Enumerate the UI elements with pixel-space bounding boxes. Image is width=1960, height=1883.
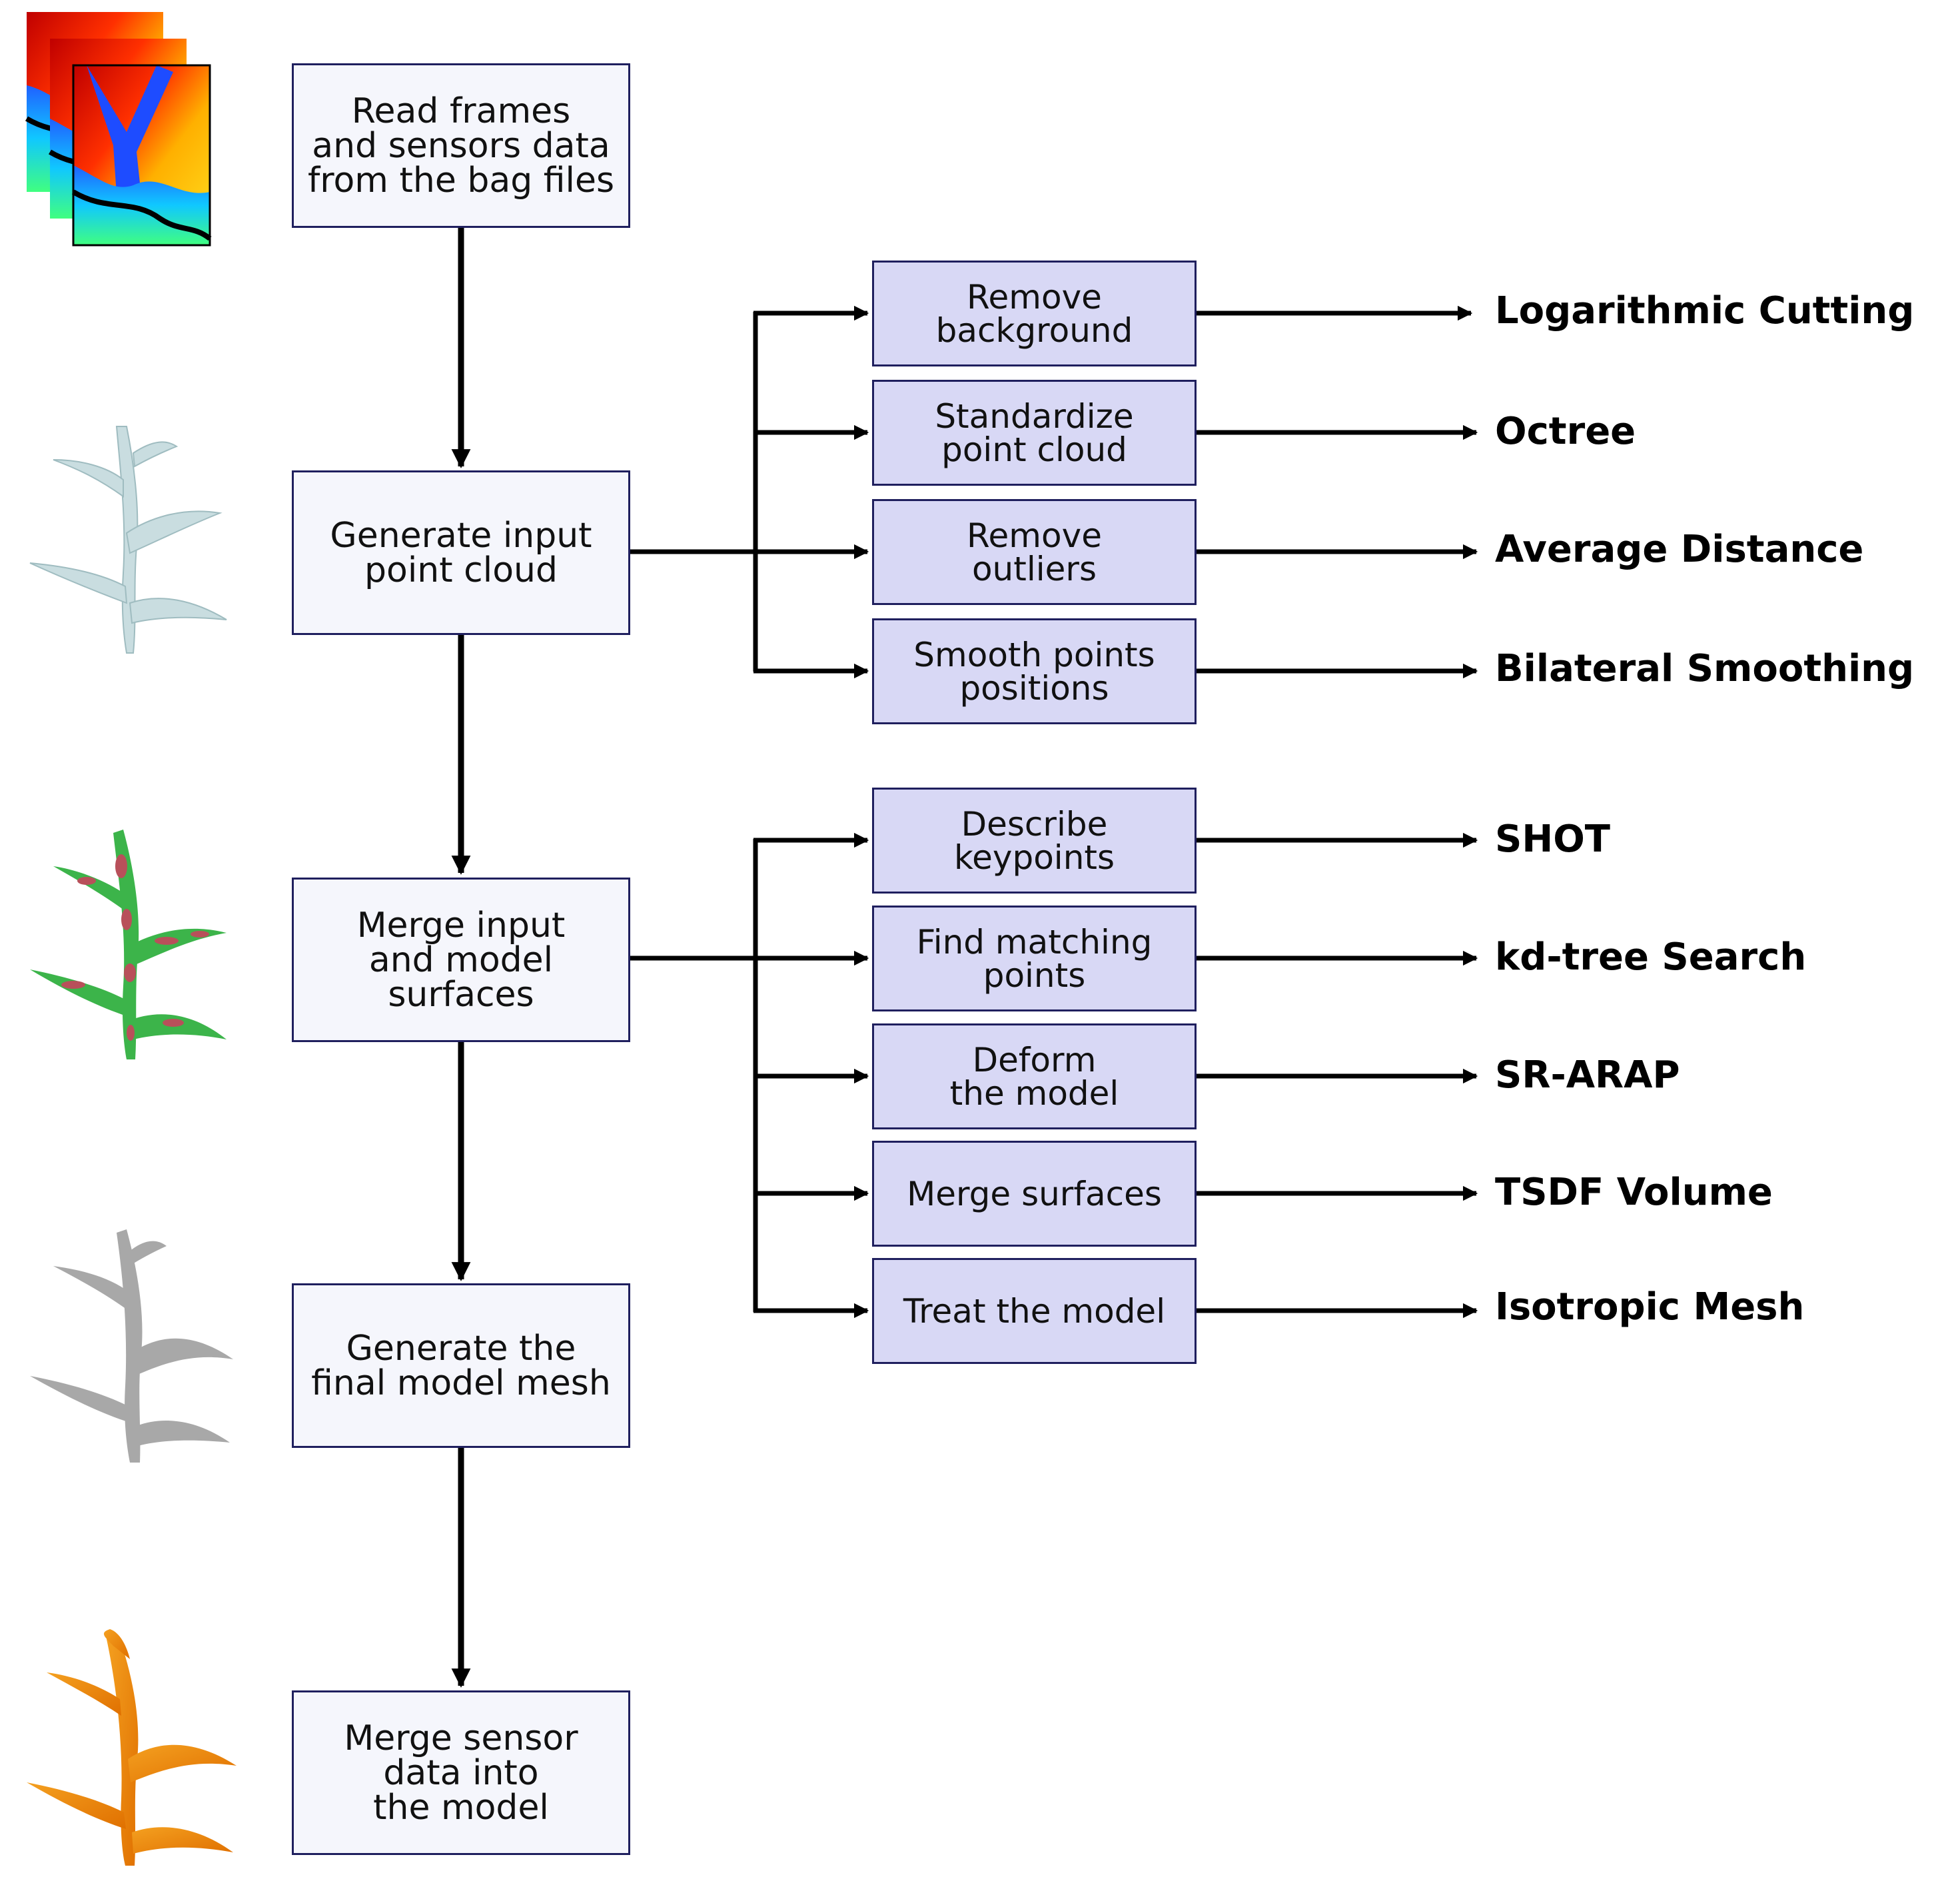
substep-describe-keypoints: Describe keypoints xyxy=(872,788,1197,894)
step-generate-point-cloud: Generate input point cloud xyxy=(292,470,630,635)
step-merge-sensor-data-label: Merge sensor data into the model xyxy=(344,1718,578,1828)
step-read-frames-label: Read frames and sensors data from the ba… xyxy=(307,91,615,201)
substep-label: Smooth points positions xyxy=(913,635,1155,708)
substep-label: Find matching points xyxy=(916,922,1153,995)
point-cloud-plant-icon xyxy=(29,426,227,654)
substep-remove-outliers: Remove outliers xyxy=(872,499,1197,605)
step-merge-surfaces: Merge input and model surfaces xyxy=(292,878,630,1042)
step-merge-surfaces-label: Merge input and model surfaces xyxy=(356,905,566,1015)
substep-label: Standardize point cloud xyxy=(935,396,1134,469)
substep-label: Deform the model xyxy=(949,1040,1119,1113)
depth-frames-stack-icon xyxy=(25,12,212,247)
mesh-plant-icon xyxy=(30,1229,233,1463)
method-average-distance: Average Distance xyxy=(1495,528,1864,571)
substep-label: Merge surfaces xyxy=(907,1174,1162,1213)
method-isotropic-mesh: Isotropic Mesh xyxy=(1495,1285,1805,1329)
method-bilateral-smoothing: Bilateral Smoothing xyxy=(1495,647,1915,690)
preprocessing-connectors xyxy=(630,305,1478,679)
substep-smooth-points: Smooth points positions xyxy=(872,618,1197,724)
substep-deform-model: Deform the model xyxy=(872,1023,1197,1129)
registered-plant-icon xyxy=(30,830,227,1059)
sensor-mapped-plant-icon xyxy=(27,1629,237,1866)
method-kd-tree-search: kd-tree Search xyxy=(1495,936,1807,979)
substep-label: Describe keypoints xyxy=(953,804,1115,877)
method-logarithmic-cutting: Logarithmic Cutting xyxy=(1495,289,1915,332)
method-sr-arap: SR-ARAP xyxy=(1495,1053,1680,1097)
substep-label: Remove outliers xyxy=(967,516,1102,588)
substep-label: Treat the model xyxy=(903,1291,1166,1331)
step-generate-final-mesh: Generate the final model mesh xyxy=(292,1283,630,1448)
substep-find-matching-points: Find matching points xyxy=(872,906,1197,1011)
step-read-frames: Read frames and sensors data from the ba… xyxy=(292,63,630,228)
substep-label: Remove background xyxy=(935,277,1133,350)
substep-remove-background: Remove background xyxy=(872,261,1197,366)
substep-merge-surfaces: Merge surfaces xyxy=(872,1141,1197,1247)
substep-treat-model: Treat the model xyxy=(872,1258,1197,1364)
method-octree: Octree xyxy=(1495,410,1636,453)
step-generate-point-cloud-label: Generate input point cloud xyxy=(330,515,592,590)
method-shot: SHOT xyxy=(1495,818,1611,861)
step-merge-sensor-data: Merge sensor data into the model xyxy=(292,1690,630,1855)
step-generate-final-mesh-label: Generate the final model mesh xyxy=(311,1328,611,1403)
method-tsdf-volume: TSDF Volume xyxy=(1495,1171,1773,1214)
registration-connectors xyxy=(630,832,1478,1319)
substep-standardize-point-cloud: Standardize point cloud xyxy=(872,380,1197,486)
